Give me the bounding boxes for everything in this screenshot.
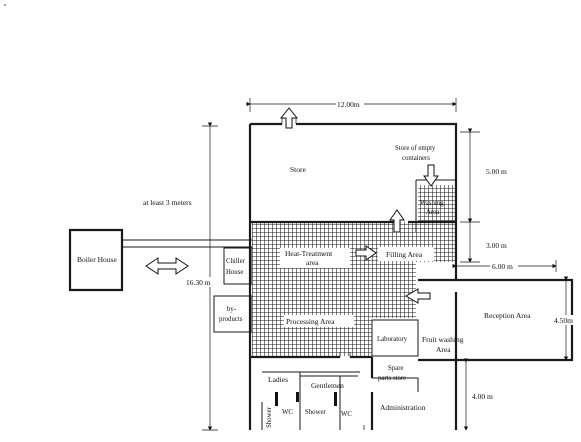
gentlemen-label: Gentlemen: [311, 381, 344, 390]
fruit-washing-label-1: Fruit washing: [422, 335, 464, 344]
store-empty-label-1: Store of empty: [395, 145, 436, 152]
chiller-label-2: House: [226, 269, 243, 276]
flow-arrows: [145, 107, 439, 304]
byproducts-label-1: by-: [227, 306, 237, 313]
dim-height-reception: 4.50m: [554, 316, 573, 325]
washing-label-2: Area: [426, 209, 439, 216]
heat-treatment-label-1: Heat-Treatment: [285, 249, 333, 258]
store-label: Store: [290, 165, 307, 174]
page-dot: [4, 4, 6, 6]
dim-height-store: 5.00 m: [486, 167, 507, 176]
wc-label-gents: WC: [341, 411, 352, 418]
processing-area-label: Processing Area: [286, 317, 335, 326]
tiled-floor: [252, 185, 456, 356]
boiler-house-label: Boiler House: [77, 255, 117, 264]
spare-parts-label-1: Spare: [388, 365, 403, 372]
shower-label-ladies: Shower: [266, 406, 273, 428]
store-empty-label-2: containers: [402, 155, 430, 162]
wc-label-ladies: WC: [282, 409, 293, 416]
dim-height-filling: 3.00 m: [486, 241, 507, 250]
at-least-label: at least 3 meters: [143, 198, 192, 207]
byproducts-label-2: products: [219, 316, 243, 323]
heat-treatment-label-2: area: [306, 258, 319, 267]
ladies-label: Ladies: [268, 375, 288, 384]
walls: [68, 122, 574, 430]
wc-fixtures: [275, 392, 337, 406]
shower-label-gents: Shower: [305, 409, 327, 416]
door-marks: [281, 118, 373, 430]
dim-total-height: 16.30 m: [186, 278, 211, 287]
washing-label-1: Washing: [420, 200, 444, 207]
reception-area-label: Reception Area: [484, 311, 531, 320]
laboratory-label: Laboratory: [377, 336, 408, 343]
dim-width-reception: 6.00 m: [492, 262, 513, 271]
administration-label: Administration: [380, 403, 426, 412]
filling-area-label: Filling Area: [386, 250, 423, 259]
dim-height-admin: 4.00 m: [472, 392, 493, 401]
dim-width-top: 12.00m: [337, 100, 360, 109]
fruit-washing-label-2: Area: [436, 345, 451, 354]
chiller-label-1: Chiller: [226, 258, 246, 265]
spare-parts-label-2: parts store: [378, 375, 406, 382]
